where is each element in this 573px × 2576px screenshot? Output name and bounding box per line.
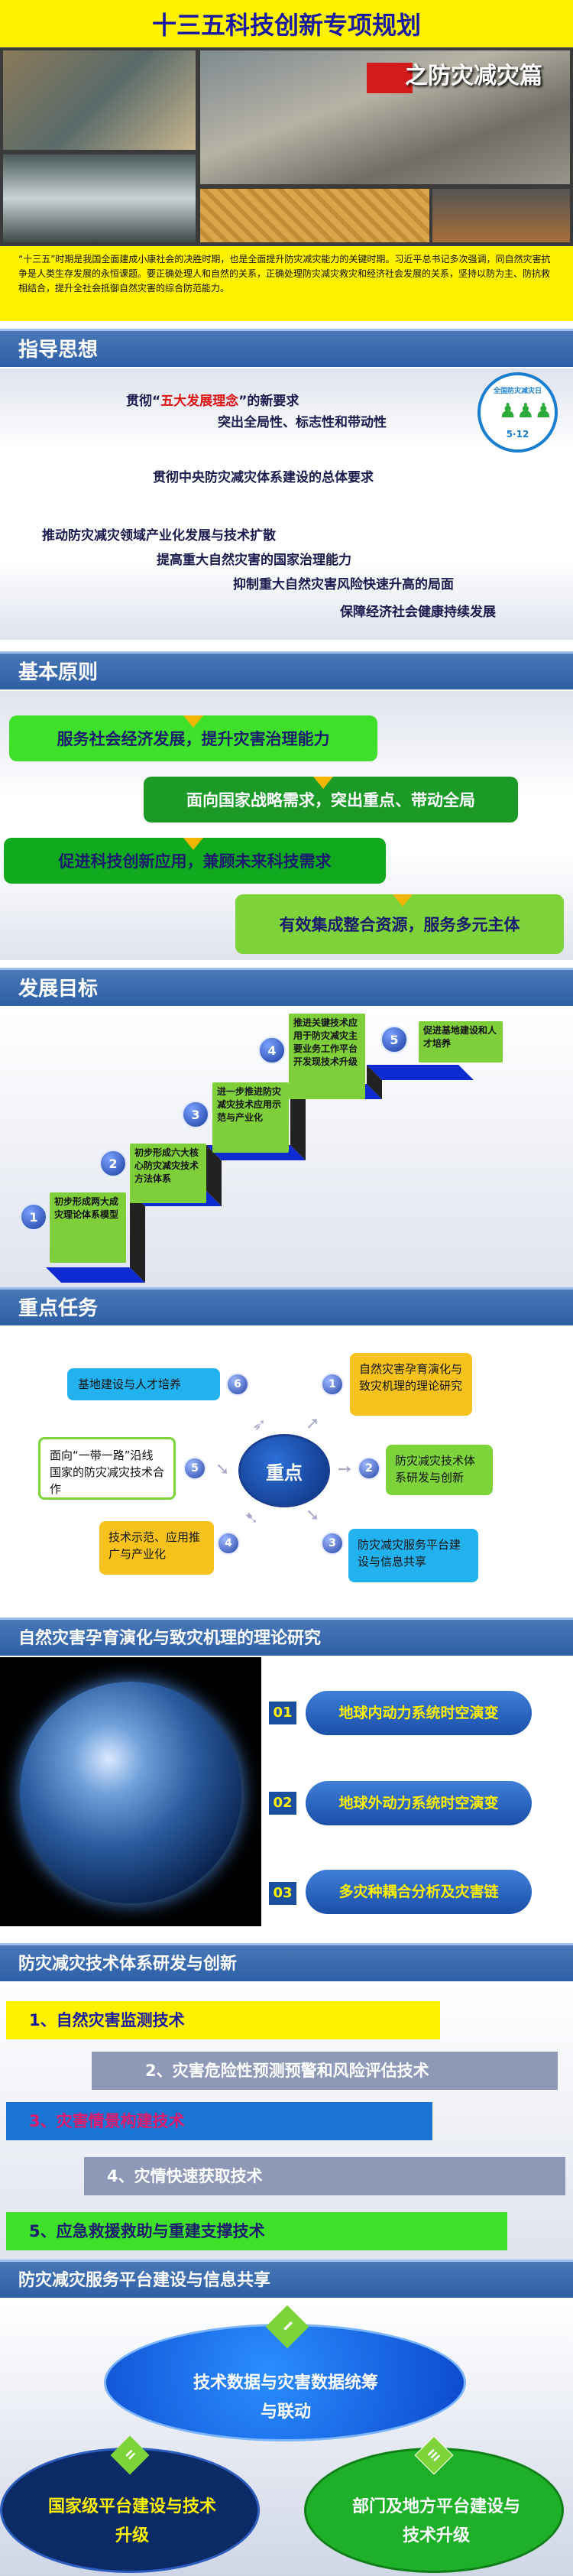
- arrow-marker-3: [183, 838, 203, 850]
- guiding-line-2: 突出全局性、标志性和带动性: [218, 415, 387, 430]
- theory-item-1: 地球内动力系统时空演变: [306, 1691, 532, 1735]
- stair-step-3-side: [290, 1084, 306, 1160]
- section-goals: 发展目标: [0, 968, 573, 1006]
- theory-item-3: 多灾种耦合分析及灾害链: [306, 1870, 532, 1914]
- tech-row-5: 5、应急救援救助与重建支撑技术: [6, 2212, 507, 2250]
- title-banner: [0, 0, 573, 47]
- flood-photo: [3, 50, 196, 150]
- platform-right-text: 部门及地方平台建设与技术升级: [351, 2497, 520, 2545]
- section-platform: 防灾减灾服务平台建设与信息共享: [0, 2260, 573, 2298]
- stair-step-2-side: [206, 1145, 222, 1206]
- goal-5-text: 促进基地建设和人才培养: [419, 1021, 503, 1063]
- section-theory: 自然灾害孕育演化与致灾机理的理论研究: [0, 1617, 573, 1656]
- task-5: 面向“一带一路”沿线国家的防灾减灾技术合作: [38, 1437, 176, 1500]
- disaster-day-logo: 全国防灾减灾日 ♟♟♟ 5·12: [478, 372, 558, 453]
- subtitle: 之防灾减灾篇: [405, 63, 542, 89]
- arrow-to-task-6: ➶: [252, 1416, 267, 1435]
- tech-row-1: 1、自然灾害监测技术: [6, 2001, 440, 2039]
- tech-row-4: 4、灾情快速获取技术: [84, 2157, 565, 2195]
- arrow-marker-2: [313, 777, 333, 789]
- earth-image: [0, 1657, 261, 1926]
- goal-3-text: 进一步推进防灾减灾技术应用示范与产业化: [212, 1082, 289, 1153]
- stair-step-1-side: [130, 1191, 145, 1283]
- task-4: 技术示范、应用推广与产业化: [99, 1521, 214, 1575]
- tech-row-2: 2、灾害危险性预测预警和风险评估技术: [92, 2052, 558, 2090]
- platform-left-text: 国家级平台建设与技术升级: [47, 2497, 216, 2545]
- arrow-to-task-2: ➙: [338, 1460, 352, 1479]
- guiding-line-1: 贯彻“五大发展理念”的新要求: [126, 394, 299, 409]
- task-1: 自然灾害孕育演化与致灾机理的理论研究: [350, 1353, 472, 1416]
- intro-box: “十三五”时期是我国全面建成小康社会的决胜时期，也是全面提升防灾减灾能力的关键时…: [0, 246, 573, 321]
- task-4-num: 4: [217, 1532, 240, 1555]
- guiding-line-5: 提高重大自然灾害的国家治理能力: [157, 553, 351, 568]
- task-5-num: 5: [183, 1457, 206, 1480]
- task-2: 防灾减灾技术体系研发与创新: [386, 1445, 493, 1495]
- five-concepts: 五大发展理念: [160, 394, 239, 409]
- goal-1-num: 1: [20, 1203, 47, 1231]
- earth-globe: [20, 1682, 241, 1903]
- arrow-marker-1: [183, 715, 203, 728]
- stair-step-4-side: [367, 1065, 382, 1099]
- arrow-to-task-1: ➚: [306, 1414, 320, 1433]
- task-6: 基地建设与人才培养: [67, 1368, 220, 1400]
- task-6-num: 6: [226, 1373, 249, 1396]
- theory-num-1: 01: [269, 1702, 296, 1724]
- flag-red: [367, 63, 413, 93]
- task-2-num: 2: [358, 1457, 380, 1480]
- arrow-marker-4: [393, 894, 413, 907]
- storm-photo: [432, 189, 570, 242]
- theory-item-2: 地球外动力系统时空演变: [306, 1781, 532, 1825]
- guiding-panel: 贯彻“五大发展理念”的新要求 突出全局性、标志性和带动性 贯彻中央防灾减灾体系建…: [0, 368, 573, 640]
- people-icon: ♟♟♟: [499, 400, 552, 423]
- guiding-line-6: 抑制重大自然灾害风险快速升高的局面: [233, 577, 454, 592]
- logo-top-text: 全国防灾减灾日: [493, 388, 542, 395]
- goal-5-num: 5: [380, 1026, 408, 1053]
- section-principles: 基本原则: [0, 651, 573, 689]
- waterfall-photo: [3, 154, 196, 242]
- principle-2: 面向国家战略需求，突出重点、带动全局: [144, 777, 518, 822]
- page-title: 十三五科技创新专项规划: [151, 11, 421, 40]
- task-1-num: 1: [321, 1373, 344, 1396]
- task-3-num: 3: [321, 1532, 344, 1555]
- tech-row-3: 3、灾害情景构建技术: [6, 2102, 432, 2140]
- stair-step-1: [46, 1267, 145, 1283]
- task-3: 防灾减灾服务平台建设与信息共享: [348, 1529, 478, 1582]
- guiding-line-4: 推动防灾减灾领域产业化发展与技术扩散: [42, 528, 276, 543]
- logo-date: 5·12: [506, 429, 529, 440]
- goal-2-num: 2: [99, 1150, 127, 1177]
- stair-step-5: [367, 1065, 474, 1080]
- photo-collage: 之防灾减灾篇: [0, 47, 573, 246]
- section-guiding: 指导思想: [0, 329, 573, 367]
- drought-photo: [200, 189, 429, 242]
- guiding-line-3: 贯彻中央防灾减灾体系建设的总体要求: [153, 470, 374, 485]
- section-tasks: 重点任务: [0, 1287, 573, 1325]
- theory-num-3: 03: [269, 1882, 296, 1905]
- center-circle: 重点: [238, 1434, 330, 1507]
- intro-text: “十三五”时期是我国全面建成小康社会的决胜时期，也是全面提升防灾减灾能力的关键时…: [18, 254, 551, 294]
- goal-2-text: 初步形成六大核心防灾减灾技术方法体系: [130, 1144, 206, 1203]
- platform-main-text: 技术数据与灾害数据统筹与联动: [193, 2373, 378, 2422]
- arrow-to-task-4: ➷: [244, 1509, 259, 1528]
- goal-4-num: 4: [258, 1037, 286, 1064]
- goal-1-text: 初步形成两大成灾理论体系模型: [50, 1192, 126, 1263]
- section-tech: 防灾减灾技术体系研发与创新: [0, 1943, 573, 1981]
- theory-num-2: 02: [269, 1792, 296, 1815]
- guiding-line-7: 保障经济社会健康持续发展: [340, 605, 496, 620]
- goal-3-num: 3: [182, 1101, 209, 1128]
- center-label: 重点: [266, 1462, 303, 1484]
- goal-4-text: 推进关键技术应用于防灾减灾主要业务工作平台开发现技术升级: [289, 1014, 365, 1099]
- arrow-to-task-3: ➘: [306, 1506, 320, 1525]
- arrow-to-task-5: ➘: [215, 1460, 230, 1479]
